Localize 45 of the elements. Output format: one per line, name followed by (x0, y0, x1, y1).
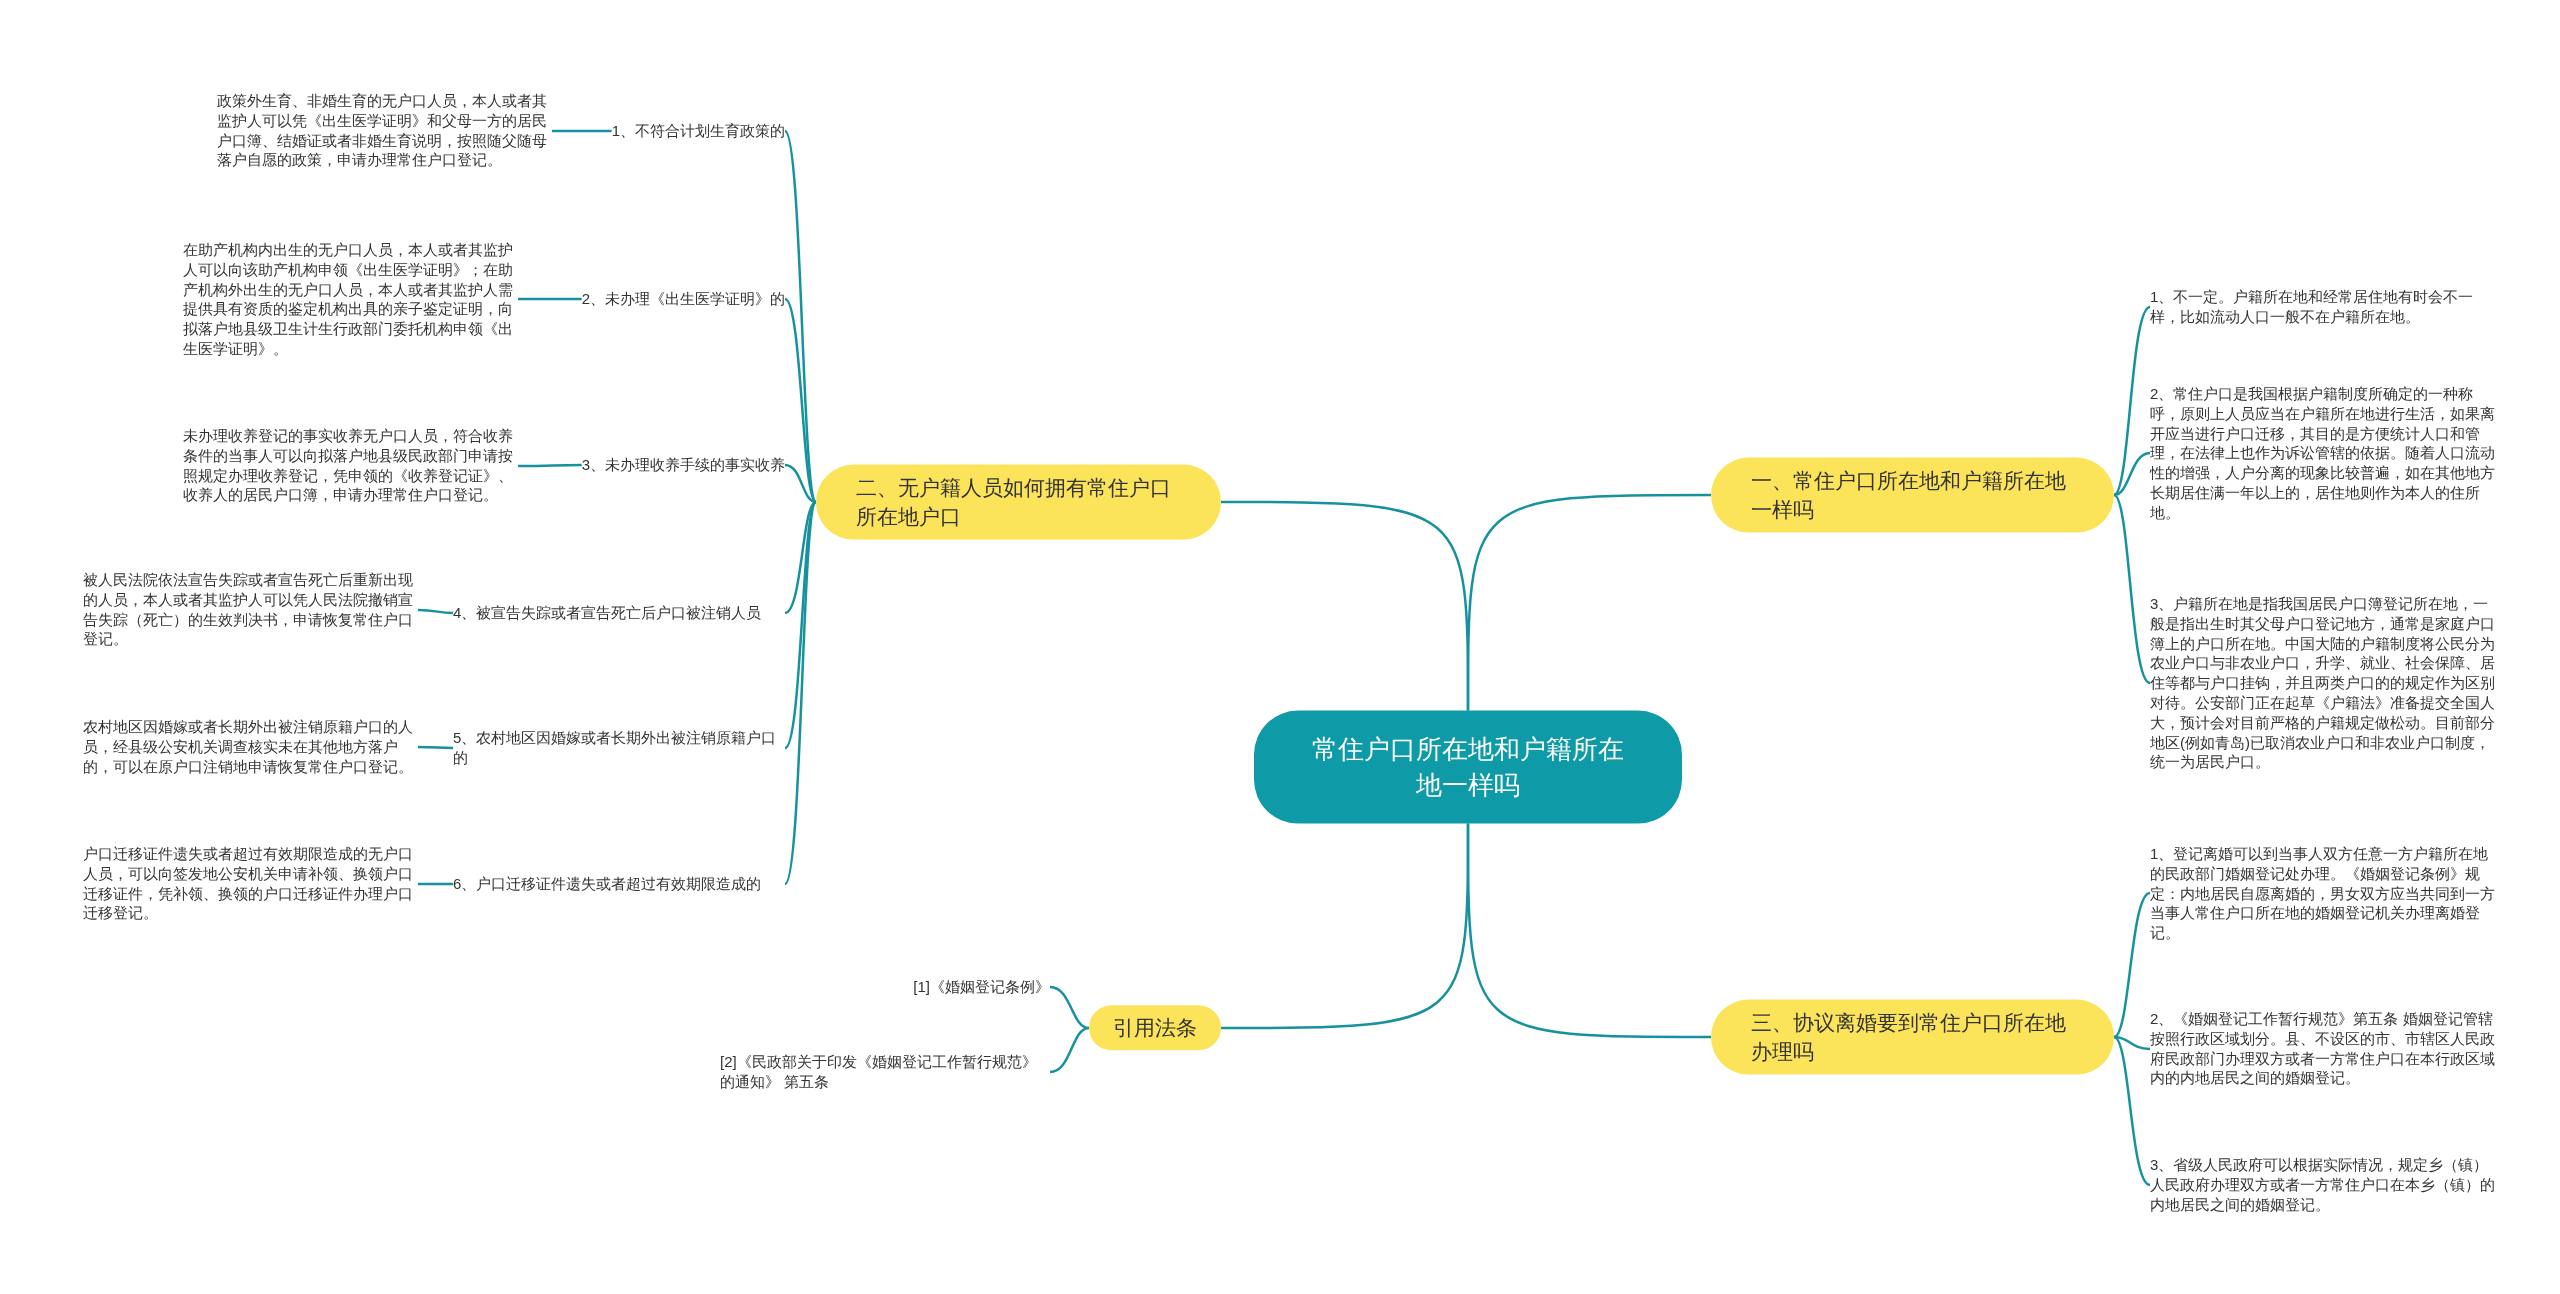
connector-line (2113, 494, 2151, 684)
connector-line (784, 463, 817, 504)
note-text: 3、户籍所在地是指我国居民户口簿登记所在地，一般是指出生时其父母户口登记地方，通常是家庭户口簿上的户口所在地。中国大陆的户籍制度将公民分为农业户口与非农业户口，升学、就业、社会保障、居住等都与户口挂钩，并且两类户口的的规定作为区别对待。公安部门正在起草《户籍法》准备提交全国人大，预计会对目前严格的户籍规定做松动。目前部分地区(例如青岛)已取消农业户口和非农业户口制度，统一为居民户口。 (2150, 589, 2500, 777)
connector-line (2113, 306, 2151, 496)
subtopic-text: 1、不符合计划生育政策的 (611, 116, 785, 146)
connector-line (418, 745, 453, 750)
note-text: 1、登记离婚可以到当事人双方任意一方户籍所在地的民政部门婚姻登记处办理。《婚姻登记条例》规定：内地居民自愿离婚的，男女双方应当共同到一方当事人常住户口所在地的婚姻登记机关办理离婚登记。 (2150, 839, 2500, 947)
connector-line (2113, 1035, 2151, 1051)
connector-line (518, 297, 582, 301)
note-text: 政策外生育、非婚生育的无户口人员，本人或者其监护人可以凭《出生医学证明》和父母一方的居民户口簿、结婚证或者非婚生育说明，按照随父随母落户自愿的政策，申请办理常住户口登记。 (217, 87, 552, 175)
connector-line (418, 608, 454, 615)
note-text: 1、不一定。户籍所在地和经常居住地有时会不一样，比如流动人口一般不在户籍所在地。 (2150, 283, 2500, 331)
connector-line (552, 129, 612, 133)
connector-line (784, 298, 817, 503)
connector-line (2113, 1036, 2151, 1187)
subtopic-text: 3、未办理收养手续的事实收养 (581, 450, 785, 480)
note-text: 2、常住户口是我国根据户籍制度所确定的一种称呼，原则上人员应当在户籍所在地进行生活，如果离开应当进行户口迁移，其目的是方便统计人口和管理，在法律上也作为诉讼管辖的依据。随着人口流动性的增强，人户分离的现象比较普遍，如在其他地方长期居住满一年以上的，居住地则作为本人的住所地。 (2150, 379, 2500, 527)
branch-topic: 引用法条 (1089, 1005, 1221, 1051)
note-text: 户口迁移证件遗失或者超过有效期限造成的无户口人员，可以向签发地公安机关申请补领、换领户口迁移证件，凭补领、换领的户口迁移证件办理户口迁移登记。 (83, 840, 418, 928)
subtopic-text: 4、被宣告失踪或者宣告死亡后户口被注销人员 (453, 598, 785, 628)
subtopic-text: 2、未办理《出生医学证明》的 (581, 284, 785, 314)
branch-topic: 二、无户籍人员如何拥有常住户口所在地户口 (816, 464, 1221, 540)
subtopic-text: 6、户口迁移证件遗失或者超过有效期限造成的 (453, 869, 785, 899)
connector-line (783, 501, 818, 885)
connector-line (784, 500, 817, 615)
note-text: 未办理收养登记的事实收养无户口人员，符合收养条件的当事人可以向拟落户地县级民政部门申请按照规定办理收养登记，凭申领的《收养登记证》、收养人的居民户口簿，申请办理常住户口登记。 (183, 422, 518, 510)
connector-line (2113, 451, 2151, 497)
connector-line (1049, 985, 1090, 1030)
branch-topic: 三、协议离婚要到常住户口所在地办理吗 (1711, 999, 2114, 1075)
root-topic: 常住户口所在地和户籍所在地一样吗 (1254, 710, 1682, 824)
subtopic-text: [2]《民政部关于印发《婚姻登记工作暂行规范》的通知》 第五条 (720, 1047, 1050, 1097)
connector-line (1049, 1026, 1090, 1074)
connector-line (418, 882, 453, 886)
note-text: 3、省级人民政府可以根据实际情况，规定乡（镇）人民政府办理双方或者一方常住户口在本乡（镇）的内地居民之间的婚姻登记。 (2150, 1151, 2500, 1219)
note-text: 农村地区因婚嫁或者长期外出被注销原籍户口的人员，经县级公安机关调查核实未在其他地方落户的，可以在原户口注销地申请恢复常住户口登记。 (83, 713, 418, 781)
branch-topic: 一、常住户口所在地和户籍所在地一样吗 (1711, 457, 2114, 533)
subtopic-text: 5、农村地区因婚嫁或者长期外出被注销原籍户口的 (453, 723, 785, 773)
note-text: 被人民法院依法宣告失踪或者宣告死亡后重新出现的人员，本人或者其监护人可以凭人民法院撤销宣告失踪（死亡）的生效判决书，申请恢复常住户口登记。 (83, 566, 418, 654)
connector-line (1221, 823, 1470, 1030)
note-text: 在助产机构内出生的无户口人员，本人或者其监护人可以向该助产机构申领《出生医学证明》；在助产机构外出生的无户口人员，本人或者其监护人需提供具有资质的鉴定机构出具的亲子鉴定证明，向拟落户地县级卫生计生行政部门委托机构申领《出生医学证明》。 (183, 235, 518, 363)
subtopic-text: [1]《婚姻登记条例》 (913, 972, 1050, 1002)
connector-line (1221, 500, 1470, 711)
connector-line (2113, 891, 2151, 1038)
note-text: 2、《婚姻登记工作暂行规范》第五条 婚姻登记管辖按照行政区域划分。县、不设区的市、市辖区人民政府民政部门办理双方或者一方常住户口在本行政区域内的内地居民之间的婚姻登记。 (2150, 1005, 2500, 1093)
connector-line (518, 463, 582, 468)
